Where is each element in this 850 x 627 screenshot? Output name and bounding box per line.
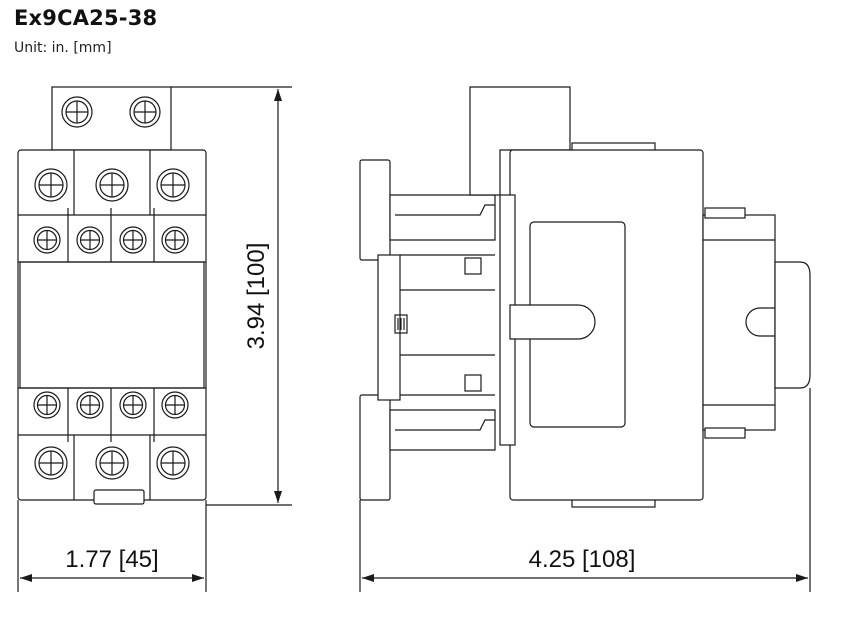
side-left-rail	[377, 254, 401, 401]
terminal-screw-upper-3	[119, 226, 147, 254]
side-terminal-upper	[389, 194, 496, 241]
terminal-screw-lower-1	[33, 391, 61, 419]
terminal-screw-aux-1	[61, 96, 93, 128]
side-accessory-knob	[774, 261, 811, 389]
terminal-screw-main-bottom-2	[95, 446, 129, 480]
terminal-screw-upper-4	[161, 226, 189, 254]
unit-label: Unit: in. [mm]	[14, 40, 112, 56]
height-dimension-label: 3.94 [100]	[243, 243, 270, 350]
terminal-screw-main-bottom-1	[34, 446, 68, 480]
depth-dimension-label: 4.25 [108]	[529, 546, 636, 573]
terminal-screw-main-top-1	[34, 168, 68, 202]
side-accessory-latch-bottom	[704, 427, 746, 439]
width-dimension-label: 1.77 [45]	[65, 546, 158, 573]
terminal-screw-lower-3	[119, 391, 147, 419]
terminal-screw-upper-1	[33, 226, 61, 254]
front-width-dimension: 1.77 [45]	[17, 500, 207, 592]
terminal-screw-aux-2	[129, 96, 161, 128]
height-dimension: 3.94 [100]	[171, 86, 292, 506]
product-model-title: Ex9CA25-38	[14, 6, 158, 30]
side-depth-dimension: 4.25 [108]	[359, 388, 811, 592]
terminal-screw-main-bottom-3	[156, 446, 190, 480]
side-view	[359, 86, 811, 508]
front-bottom-lip	[93, 489, 145, 505]
side-actuator	[509, 304, 596, 340]
side-accessory-block	[702, 214, 776, 431]
side-aux-block	[469, 86, 571, 196]
terminal-screw-main-top-2	[95, 168, 129, 202]
side-left-clip-bottom	[359, 394, 391, 501]
side-accessory-latch-top	[704, 207, 746, 219]
terminal-screw-lower-2	[76, 391, 104, 419]
terminal-screw-lower-4	[161, 391, 189, 419]
side-left-clip-top	[359, 159, 391, 261]
terminal-screw-main-top-3	[156, 168, 190, 202]
front-view	[17, 86, 207, 505]
front-label-panel	[19, 261, 205, 389]
terminal-screw-upper-2	[76, 226, 104, 254]
